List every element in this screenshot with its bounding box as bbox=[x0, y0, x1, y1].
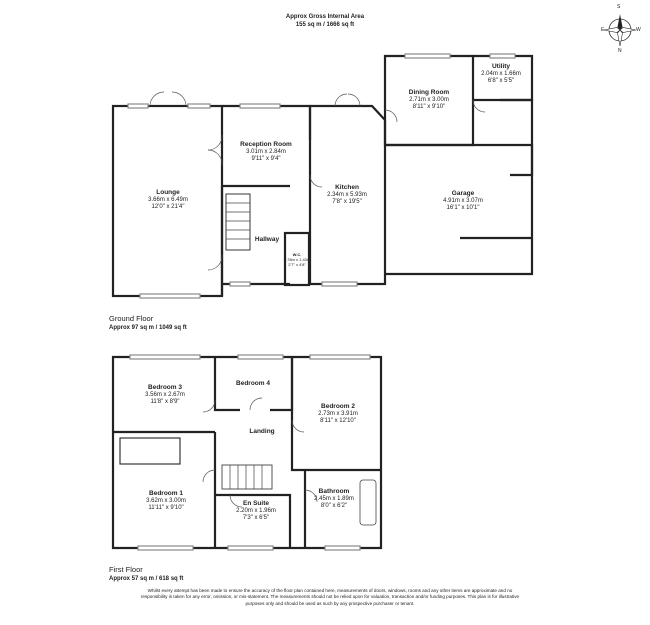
first-floor-stairs bbox=[221, 464, 273, 490]
room-label-kitchen: Kitchen 2.34m x 5.93m 7'8" x 19'5" bbox=[327, 184, 367, 205]
gross-area-value: 155 sq m / 1666 sq ft bbox=[295, 22, 355, 28]
ground-floor-label: Ground Floor bbox=[109, 314, 154, 323]
ground-floor-windows bbox=[127, 53, 516, 299]
compass-e-label: E bbox=[601, 27, 605, 33]
room-label-bedroom-3: Bedroom 3 3.56m x 2.67m 11'8" x 8'9" bbox=[145, 384, 185, 405]
room-label-dining-room: Dining Room 2.71m x 3.00m 8'11" x 9'10" bbox=[408, 89, 450, 110]
room-label-hallway: Hallway bbox=[254, 236, 280, 243]
first-floor-doors bbox=[202, 397, 318, 508]
ground-floor-area: Approx 97 sq m / 1049 sq ft bbox=[109, 325, 187, 331]
room-label-en-suite: En Suite 2.20m x 1.96m 7'3" x 6'5" bbox=[236, 500, 276, 521]
compass-n-label: N bbox=[618, 48, 622, 54]
ground-floor-doors bbox=[149, 91, 486, 271]
room-label-bedroom-4: Bedroom 4 bbox=[236, 380, 270, 387]
gross-area-title: Approx Gross Internal Area bbox=[285, 14, 365, 20]
bath-icon bbox=[359, 479, 377, 526]
disclaimer-text: Whilst every attempt has been made to en… bbox=[140, 588, 520, 606]
first-floor-walls bbox=[111, 355, 383, 550]
room-label-lounge: Lounge 3.66m x 6.49m 12'0" x 21'4" bbox=[148, 189, 188, 210]
first-floor-stair-treads bbox=[229, 465, 263, 489]
first-floor-windows bbox=[129, 354, 371, 551]
room-label-wc: W.C. 0.78m x 1.43m 2'7" x 4'8" bbox=[283, 252, 311, 267]
first-floor-area: Approx 57 sq m / 618 sq ft bbox=[109, 576, 184, 582]
room-label-reception-room: Reception Room 3.01m x 2.84m 9'11" x 9'4… bbox=[240, 141, 292, 162]
room-label-garage: Garage 4.91m x 3.07m 16'1" x 10'1" bbox=[443, 190, 483, 211]
ground-floor-walls bbox=[111, 54, 534, 298]
garage-fittings bbox=[460, 98, 534, 240]
first-floor-label: First Floor bbox=[109, 565, 143, 574]
room-label-utility: Utility 2.04m x 1.66m 6'8" x 5'5" bbox=[481, 63, 521, 84]
room-label-bathroom: Bathroom 2.45m x 1.89m 8'0" x 6'2" bbox=[314, 488, 354, 509]
room-label-bedroom-1: Bedroom 1 3.62m x 3.00m 11'11" x 9'10" bbox=[146, 490, 186, 511]
compass-s-label: S bbox=[617, 4, 621, 10]
gross-area-header: Approx Gross Internal Area 155 sq m / 16… bbox=[0, 13, 650, 29]
room-label-bedroom-2: Bedroom 2 2.73m x 3.91m 8'11" x 12'10" bbox=[318, 403, 358, 424]
ground-floor-stairs bbox=[226, 202, 250, 240]
compass-w-label: W bbox=[636, 27, 641, 33]
compass-icon bbox=[603, 14, 637, 47]
room-label-landing: Landing bbox=[249, 428, 275, 435]
